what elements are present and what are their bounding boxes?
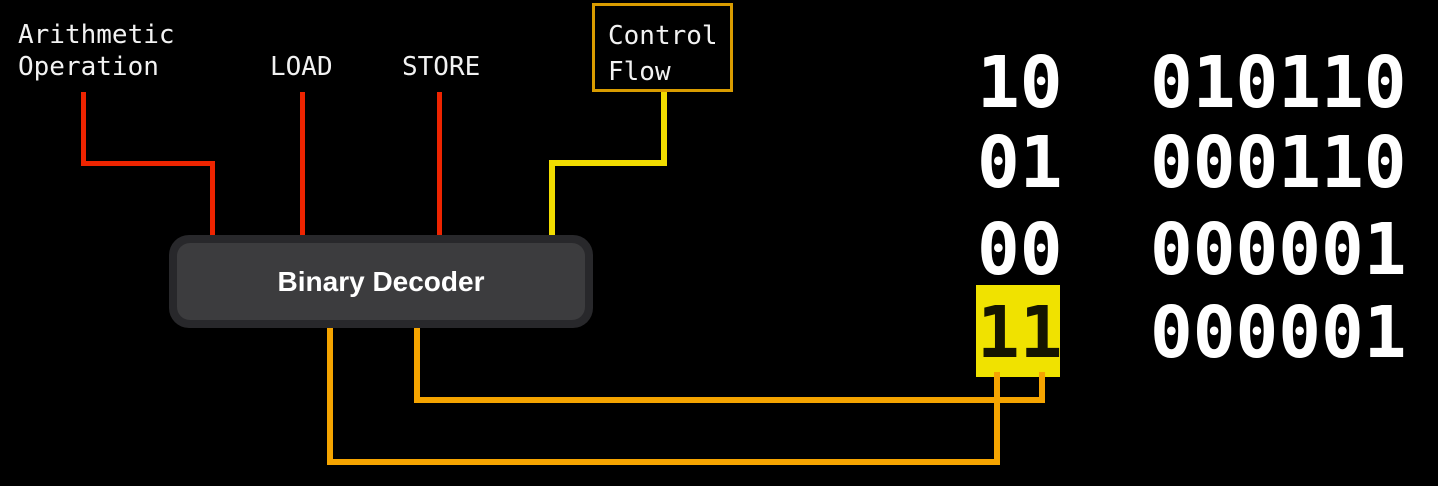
wire-output-a-seg2 xyxy=(327,459,1000,465)
arithmetic-line1: Arithmetic xyxy=(18,20,175,50)
operand-cell: 000110 xyxy=(1150,121,1407,204)
operand-cell: 000001 xyxy=(1150,208,1407,291)
store-label: STORE xyxy=(402,52,481,82)
wire-arithmetic-seg1 xyxy=(81,92,86,166)
wire-arithmetic-seg3 xyxy=(210,161,215,237)
instruction-row: 01 000110 xyxy=(0,127,1438,198)
wire-output-b-seg2 xyxy=(414,397,1045,403)
operand-cell: 010110 xyxy=(1150,41,1407,124)
wire-control-flow-seg2 xyxy=(549,160,667,166)
load-label: LOAD xyxy=(270,52,333,82)
wire-load xyxy=(300,92,305,237)
opcode-cell: 10 xyxy=(977,41,1063,124)
wire-output-b-seg3 xyxy=(1039,372,1045,403)
wire-output-a-seg3 xyxy=(994,372,1000,465)
wire-control-flow-seg3 xyxy=(549,160,555,237)
binary-decoder-box: Binary Decoder xyxy=(169,235,593,328)
instruction-row: 00 000001 xyxy=(0,214,1438,285)
wire-control-flow-seg1 xyxy=(661,92,667,166)
operand-cell: 000001 xyxy=(1150,291,1407,374)
control-flow-line1: Control xyxy=(608,21,718,51)
instruction-row-highlighted: 11 000001 xyxy=(0,297,1438,368)
binary-decoder-label: Binary Decoder xyxy=(277,265,485,297)
opcode-cell-highlighted: 11 xyxy=(977,291,1063,374)
wire-store xyxy=(437,92,442,237)
opcode-cell: 00 xyxy=(977,208,1063,291)
wire-output-b-seg1 xyxy=(414,326,420,403)
instruction-row: 10 010110 xyxy=(0,47,1438,118)
arithmetic-line2: Operation xyxy=(18,52,159,82)
control-flow-line2: Flow xyxy=(608,57,671,87)
binary-decoder-inner: Binary Decoder xyxy=(177,243,585,320)
opcode-highlight xyxy=(976,285,1060,377)
opcode-cell: 01 xyxy=(977,121,1063,204)
wire-arithmetic-seg2 xyxy=(81,161,215,166)
wire-output-a-seg1 xyxy=(327,326,333,465)
